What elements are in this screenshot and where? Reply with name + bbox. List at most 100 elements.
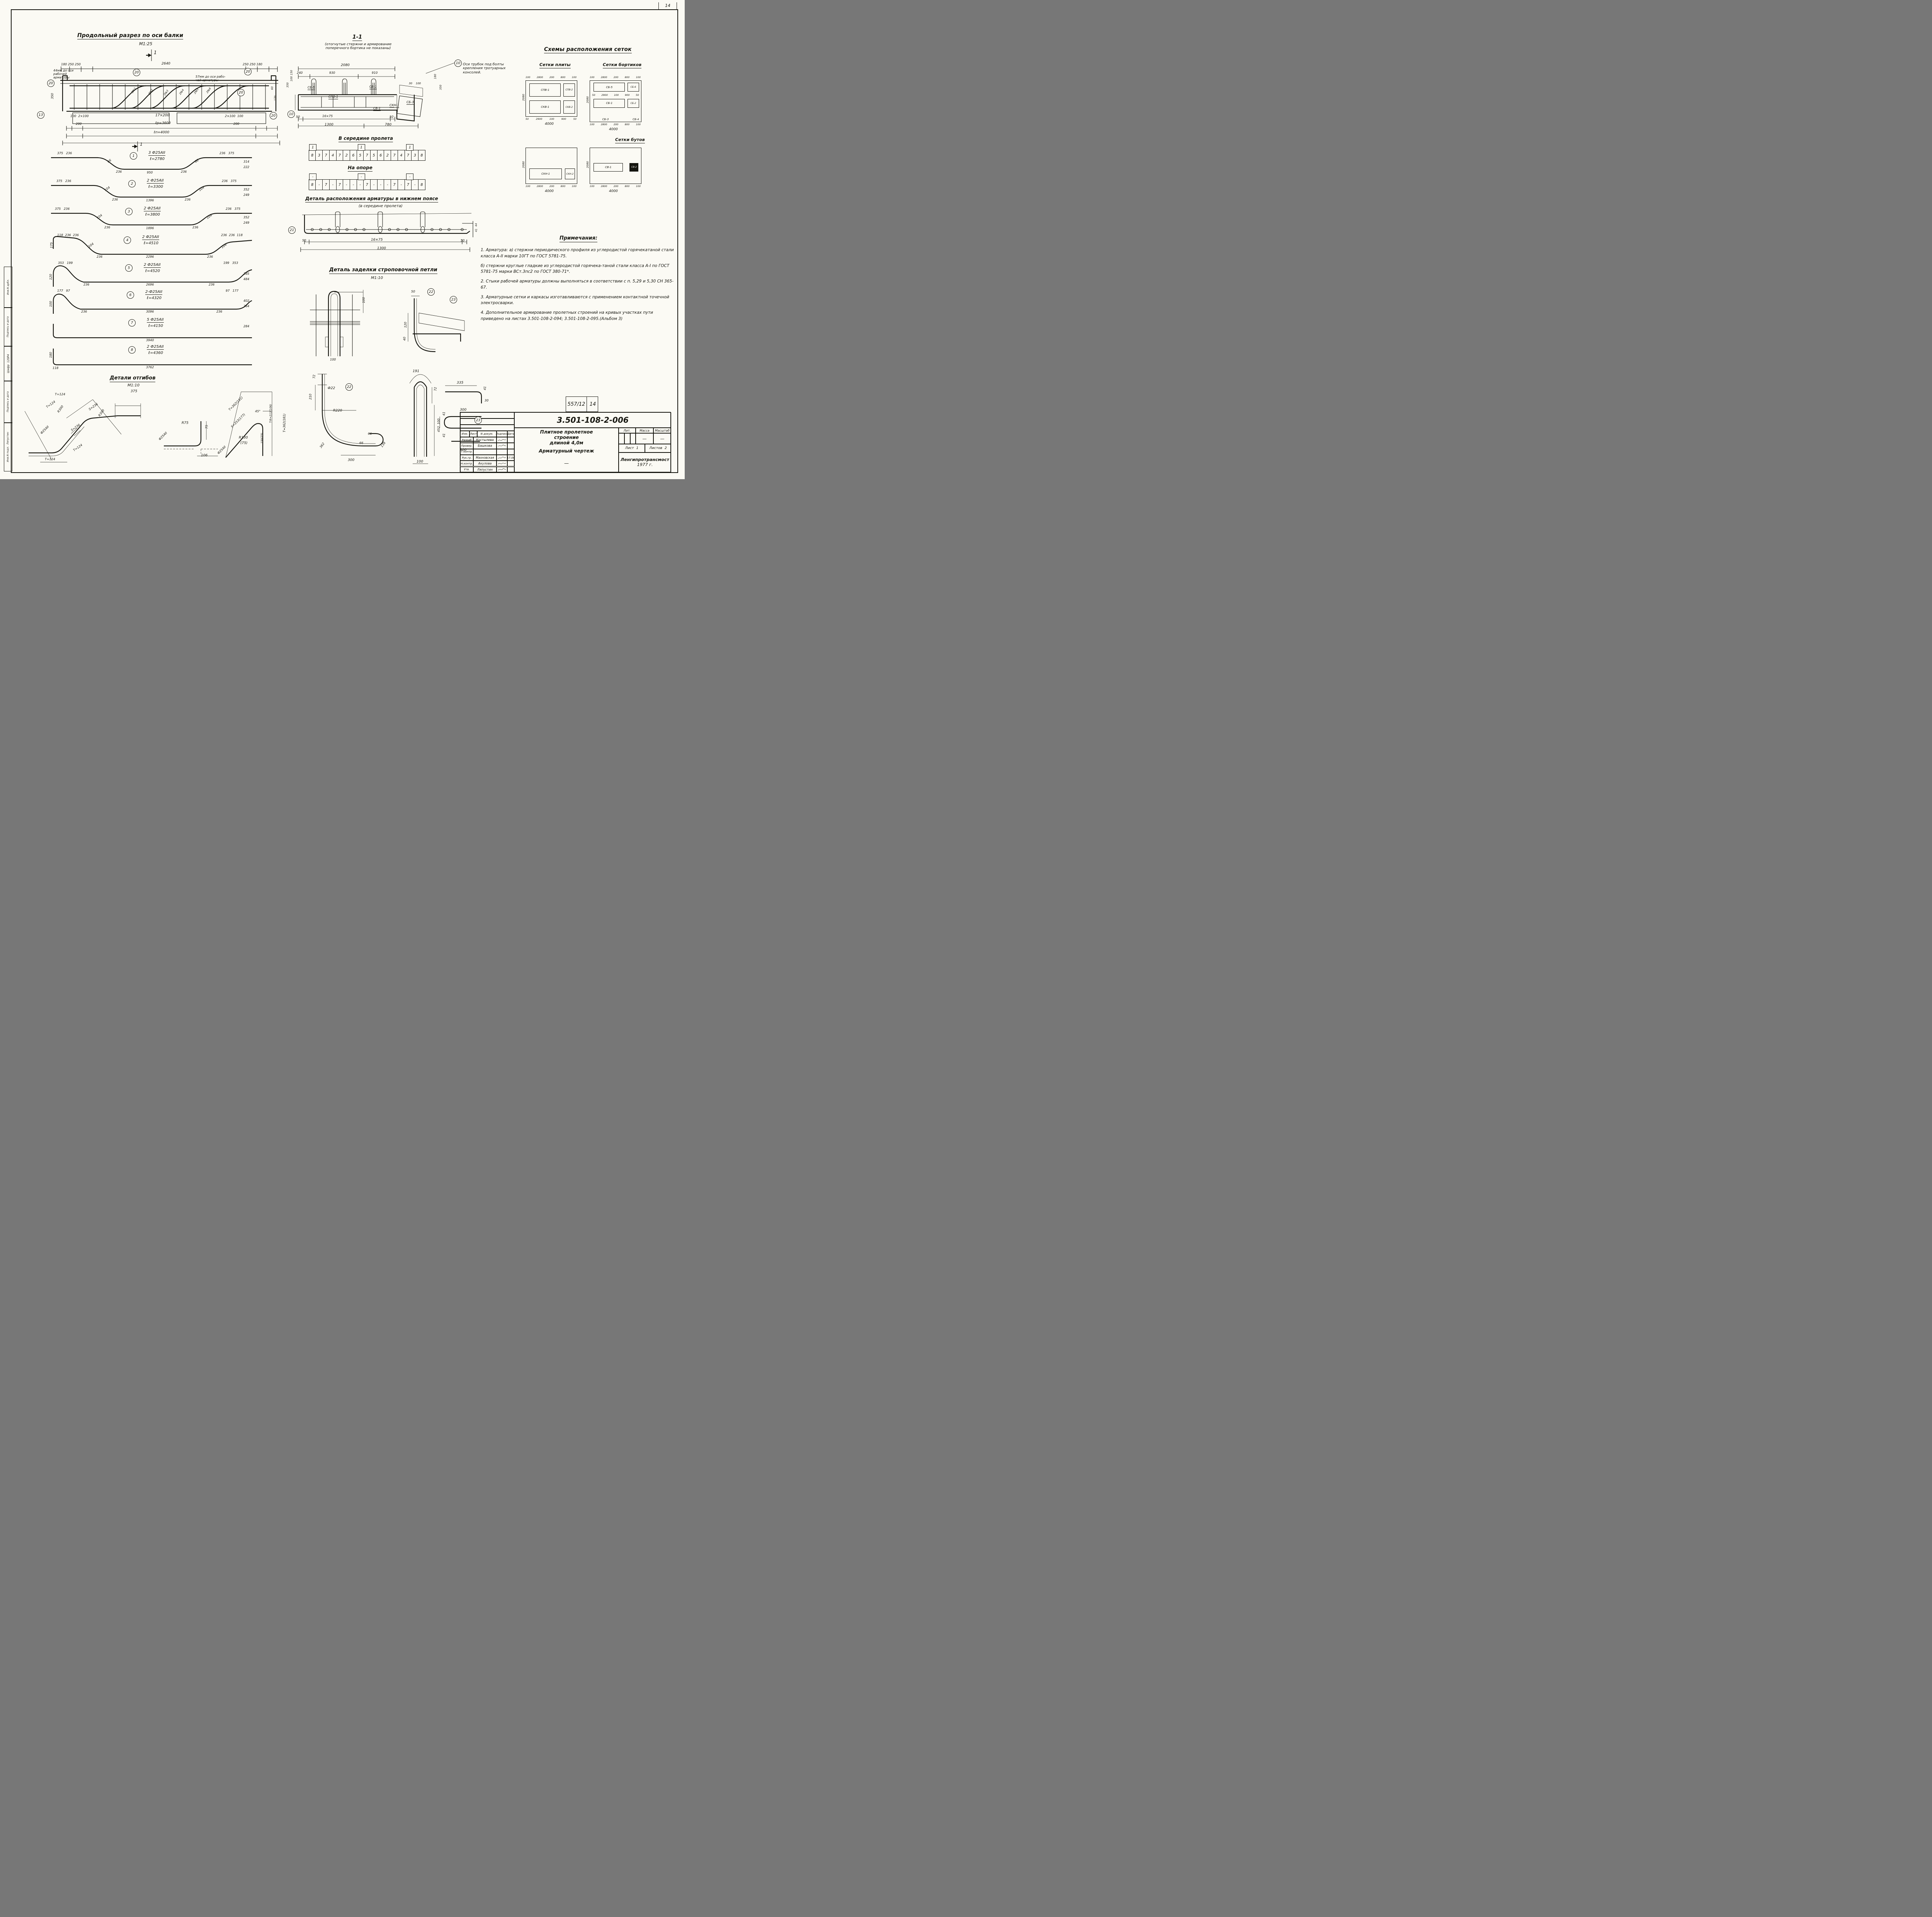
dim-label: 100 2×100 <box>70 114 89 118</box>
bar-qty: 2 Ф25АII <box>144 263 161 268</box>
sign-name: Акулова <box>473 461 497 467</box>
dim-label: 2080 <box>341 63 350 67</box>
dim-label: 375 <box>131 390 138 393</box>
slope-triangle-h: 249 <box>243 193 250 197</box>
dim-label: 100 <box>290 76 293 82</box>
scale-header: Масштаб <box>653 428 671 433</box>
bar-number: 5 <box>125 264 133 272</box>
dim-label: 300 <box>348 458 355 462</box>
col-header: Подпись <box>496 431 508 437</box>
sign-role: Утв. <box>460 466 473 473</box>
mesh-box: СВ-2 <box>629 163 639 172</box>
dim-label: (75) <box>240 441 248 445</box>
bar-length: ℓ=3300 <box>148 185 163 189</box>
cut-mark-1 <box>146 49 152 61</box>
section11-title: 1-1 <box>352 34 362 41</box>
dim-label: R75 <box>182 421 189 425</box>
mesh-label: СБ-1 <box>369 85 377 90</box>
dim-label: 210 <box>309 393 313 400</box>
sign-date <box>507 443 514 449</box>
bar-number: 2 <box>128 180 136 187</box>
callout-10: 10 <box>287 111 295 118</box>
code-stamp: 557/12 14 <box>566 396 598 412</box>
dim-label: 16×75 <box>322 114 333 118</box>
dim-label: T=362(181) <box>282 413 286 432</box>
sheets-cell: Листов 2 <box>645 444 671 452</box>
dim-label: 236 <box>116 170 122 173</box>
dim-label: 1300 <box>325 123 333 127</box>
bar-number: 8 <box>128 346 136 354</box>
mesh-height: 2080 <box>586 96 589 103</box>
dim-label: 236 375 <box>226 207 241 211</box>
dim-label: 375 236 <box>56 179 71 183</box>
note-left-rebar-axis: 44мм до оси рабочей арматуры <box>53 69 74 80</box>
dim-label: 2×100 100 <box>225 114 243 118</box>
section11-drawing <box>295 62 456 128</box>
dim-label: 180 250 250 <box>61 63 81 66</box>
dim-label: 100 <box>416 82 421 85</box>
dim-label: 106 <box>201 454 208 458</box>
slope-triangle-v: 285 <box>243 272 250 276</box>
bent-bar-row-2: 375 236 104 236 2 2 Ф25АII ℓ=3300 1396 2… <box>51 179 252 206</box>
bar-qty: 2-Ф25АII <box>145 290 163 295</box>
signature <box>497 454 507 461</box>
mesh-box-label: СБ-4 <box>633 117 639 121</box>
mesh-total: 4000 <box>545 189 554 193</box>
dim-label: 950 <box>147 171 153 174</box>
note-right-rebar-axis: 57мм до оси рабо- чей арматуры <box>196 75 226 82</box>
sign-role: Н.контр. <box>460 461 473 467</box>
bar-qty: 2 Ф25АII <box>144 206 161 211</box>
organization: Ленгипротрансмост <box>621 457 669 463</box>
slope-triangle-v: 402 <box>243 299 250 303</box>
dim-label: 75 <box>205 425 209 429</box>
mesh-box: СБ-5 <box>594 83 625 92</box>
sign-role: Разраб <box>460 437 473 443</box>
scale-value: — <box>653 433 671 444</box>
dim-label: 120 <box>404 321 408 328</box>
support-top-cell: - <box>406 173 414 180</box>
dim-label: 66 <box>359 441 364 445</box>
mesh-box: СБ-1 <box>594 99 625 108</box>
dim-label: 41 <box>474 228 478 232</box>
dim-label: 50 <box>296 115 300 119</box>
dim-label: 100 <box>362 297 366 303</box>
bar-number: 4 <box>124 236 131 244</box>
dim-label: 3940 <box>146 338 154 342</box>
section11-note: (отогнутые стержни и армирование попереч… <box>325 43 392 51</box>
note-item-1a: 1. Арматура: а) стержни периодического п… <box>481 248 674 259</box>
mesh-label: СБ-3 <box>406 100 414 105</box>
slope-triangle-v: 314 <box>243 160 250 163</box>
dim-label: 100 <box>437 418 441 425</box>
notes-title: Примечания: <box>560 235 598 242</box>
doc-name-1: Плитное пролетное <box>540 429 593 435</box>
cut-mark-2 <box>132 141 138 151</box>
mesh-box: СПВ-2 <box>563 83 575 97</box>
doc-number: 3.501-108-2-006 <box>514 412 671 428</box>
dim-label: 375 236 <box>57 151 72 155</box>
bar-qty: 5 Ф25АII <box>147 318 164 323</box>
mass-header: Масса <box>636 428 653 433</box>
dim-label: ℓп=4000 <box>154 131 170 134</box>
beam-drawing <box>60 66 280 145</box>
dim-label: ℓр=3600 <box>155 121 171 125</box>
code-stamp-number: 557/12 <box>566 397 587 412</box>
sign-name: Костылева <box>473 437 497 443</box>
corner-sheet-number-label: 14 <box>665 3 670 8</box>
dim-label: R220 <box>333 409 342 413</box>
dim-label: 236 375 <box>219 151 235 155</box>
dim-label: 780 <box>385 123 392 127</box>
dim-label: 41 <box>442 412 446 416</box>
heel-mesh-title: Сетки бутов <box>615 137 645 143</box>
dim-label: R130 <box>239 436 248 440</box>
col-header: N докум. <box>477 431 497 437</box>
margin-inv-podl: Инв.N подл. Ляпустин <box>6 432 10 462</box>
slope-triangle-h: 284 <box>243 325 250 328</box>
dim-label: 3096 <box>146 310 154 313</box>
sign-date: 17.06 <box>507 454 515 461</box>
bar-length: ℓ=4360 <box>148 351 163 355</box>
sign-date <box>507 437 514 443</box>
loop-detail-scale: М1:10 <box>371 276 383 280</box>
signature <box>497 443 507 449</box>
